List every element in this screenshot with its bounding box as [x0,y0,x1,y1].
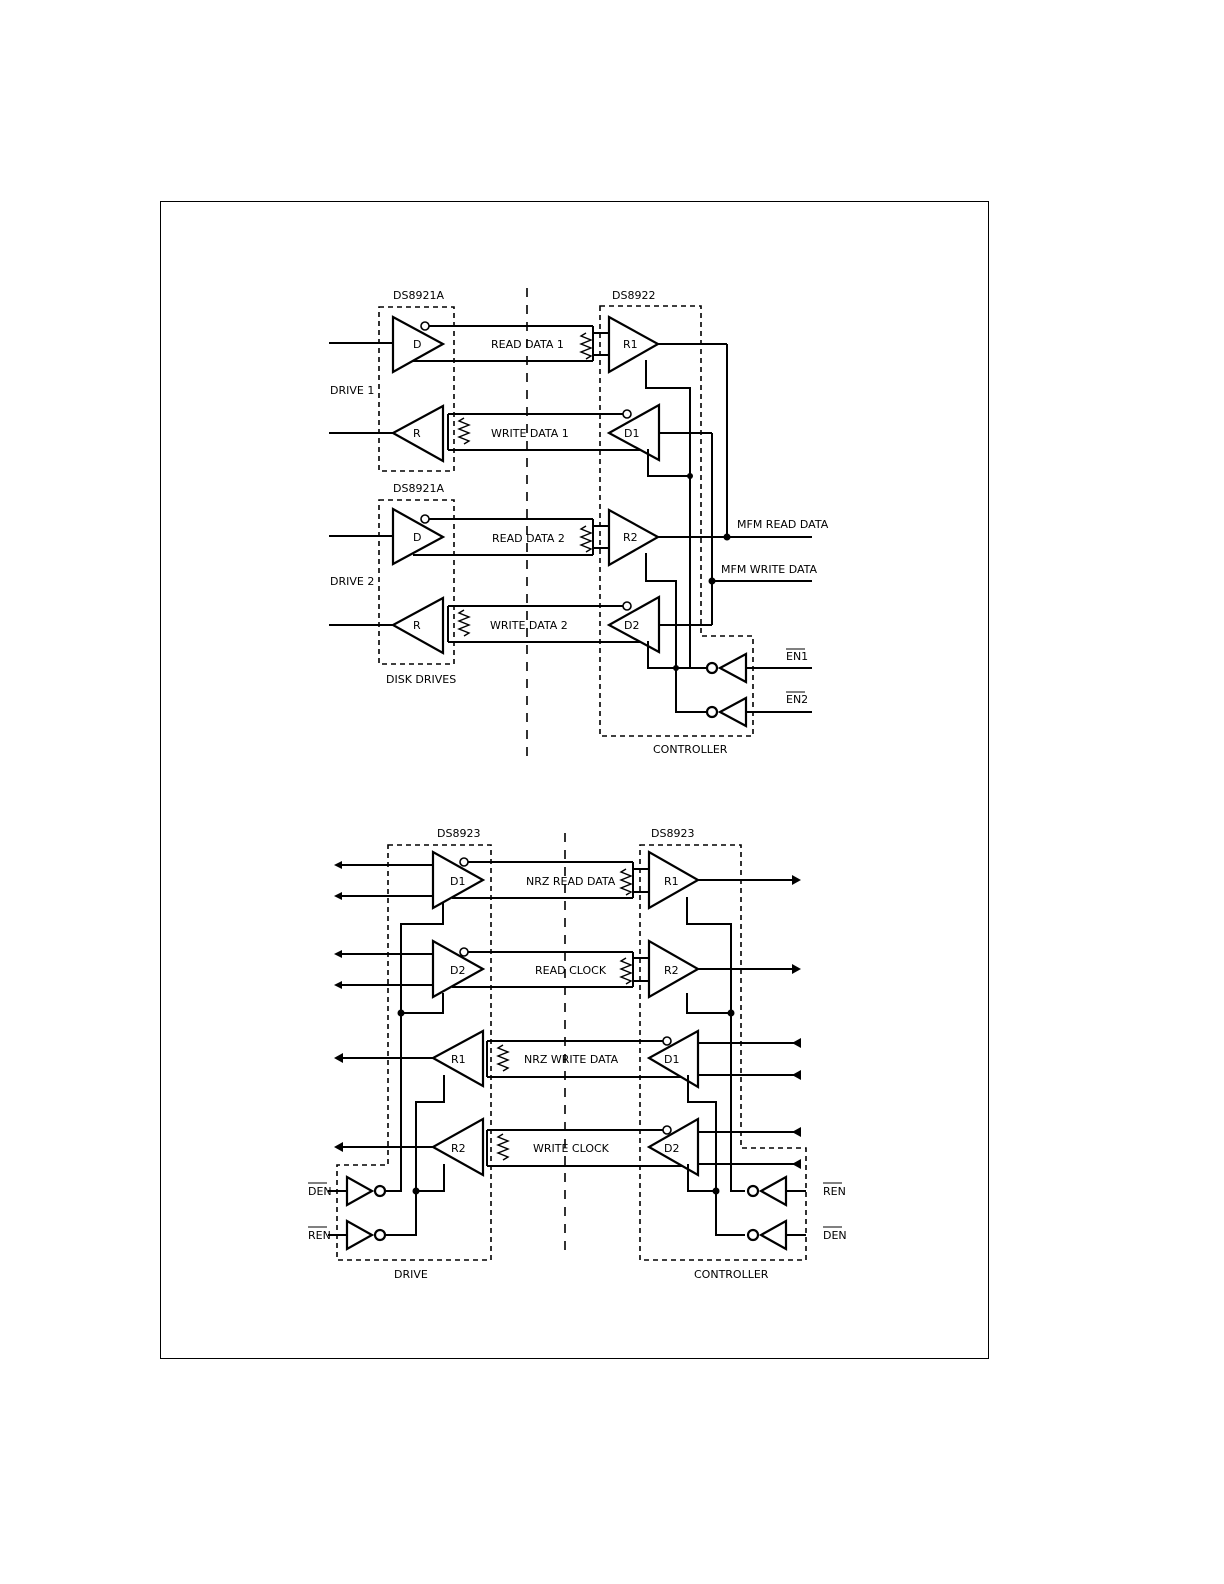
gate-label-drive-r1: R1 [451,1053,466,1066]
label-en1: EN1 [786,650,808,663]
gate-label-drive-d1: D1 [450,875,465,888]
drive-ren-inverter [345,1219,375,1251]
label-read-data-2: READ DATA 2 [492,532,565,545]
gate-label-controller-d2: D2 [664,1142,679,1155]
gate-label-r2: R2 [623,531,638,544]
controller-r1-receiver-gate [647,850,701,910]
ds8921a-box-2 [378,499,455,665]
label-disk-drives: DISK DRIVES [386,673,456,686]
gate-label-d-2: D [413,531,421,544]
label-controller-top: CONTROLLER [653,743,728,756]
label-drive-ren: REN [308,1229,331,1242]
label-read-data-1: READ DATA 1 [491,338,564,351]
top-diagram: DS8921A DS8921A DS8922 D R D R R1 D1 R2 … [329,288,829,756]
controller-r1-gate [607,315,661,374]
label-nrz-read-data: NRZ READ DATA [526,875,616,888]
label-ds8921a-1: DS8921A [393,289,444,302]
label-mfm-write-data: MFM WRITE DATA [721,563,818,576]
label-ds8922: DS8922 [612,289,655,302]
ds8921a-box-1 [378,306,455,472]
drive-d1-gate [431,850,486,910]
label-nrz-write-data: NRZ WRITE DATA [524,1053,619,1066]
drive-r2-receiver-gate [430,1117,485,1177]
gate-label-controller-d1: D1 [664,1053,679,1066]
label-controller-ren: REN [823,1185,846,1198]
en1-inverter [717,652,748,684]
controller-r2-gate [607,508,661,567]
label-drive-2: DRIVE 2 [330,575,374,588]
drive-den-inverter [345,1175,375,1207]
label-drive: DRIVE [394,1268,428,1281]
controller-d2-driver-gate [646,1117,700,1177]
ds8922-box [599,305,754,737]
gate-label-d-1: D [413,338,421,351]
label-controller-den: DEN [823,1229,847,1242]
gate-label-controller-r1: R1 [664,875,679,888]
label-controller-bottom: CONTROLLER [694,1268,769,1281]
label-drive-den: DEN [308,1185,332,1198]
label-write-data-2: WRITE DATA 2 [490,619,568,632]
label-write-clock: WRITE CLOCK [533,1142,610,1155]
drive-ds8923-box [336,844,492,1261]
bottom-diagram: DS8923 DS8923 D1 D2 R1 R2 R1 R2 D1 D2 NR… [308,827,847,1281]
controller-den-inverter [758,1219,788,1251]
controller-ren-inverter [758,1175,788,1207]
controller-r2-receiver-gate [647,939,701,999]
gate-label-controller-r2: R2 [664,964,679,977]
label-en2: EN2 [786,693,808,706]
figure-frame [160,201,989,1359]
gate-label-d1: D1 [624,427,639,440]
gate-label-r-2: R [413,619,421,632]
gate-label-r-1: R [413,427,421,440]
gate-label-drive-r2: R2 [451,1142,466,1155]
drive-r1-receiver-gate [430,1029,485,1088]
gate-label-drive-d2: D2 [450,964,465,977]
label-ds8921a-2: DS8921A [393,482,444,495]
label-ds8923-controller: DS8923 [651,827,694,840]
drive1-receiver-gate [390,404,445,463]
drive-d2-gate [431,939,486,999]
label-drive-1: DRIVE 1 [330,384,374,397]
controller-d1-driver-gate [646,1029,700,1089]
label-write-data-1: WRITE DATA 1 [491,427,569,440]
label-read-clock: READ CLOCK [535,964,607,977]
label-ds8923-drive: DS8923 [437,827,480,840]
drive2-receiver-gate [390,596,445,655]
en2-inverter [717,696,748,728]
drive1-driver-gate [391,315,446,374]
controller-ds8923-box [639,844,807,1261]
gate-label-r1: R1 [623,338,638,351]
gate-label-d2: D2 [624,619,639,632]
label-mfm-read-data: MFM READ DATA [737,518,829,531]
